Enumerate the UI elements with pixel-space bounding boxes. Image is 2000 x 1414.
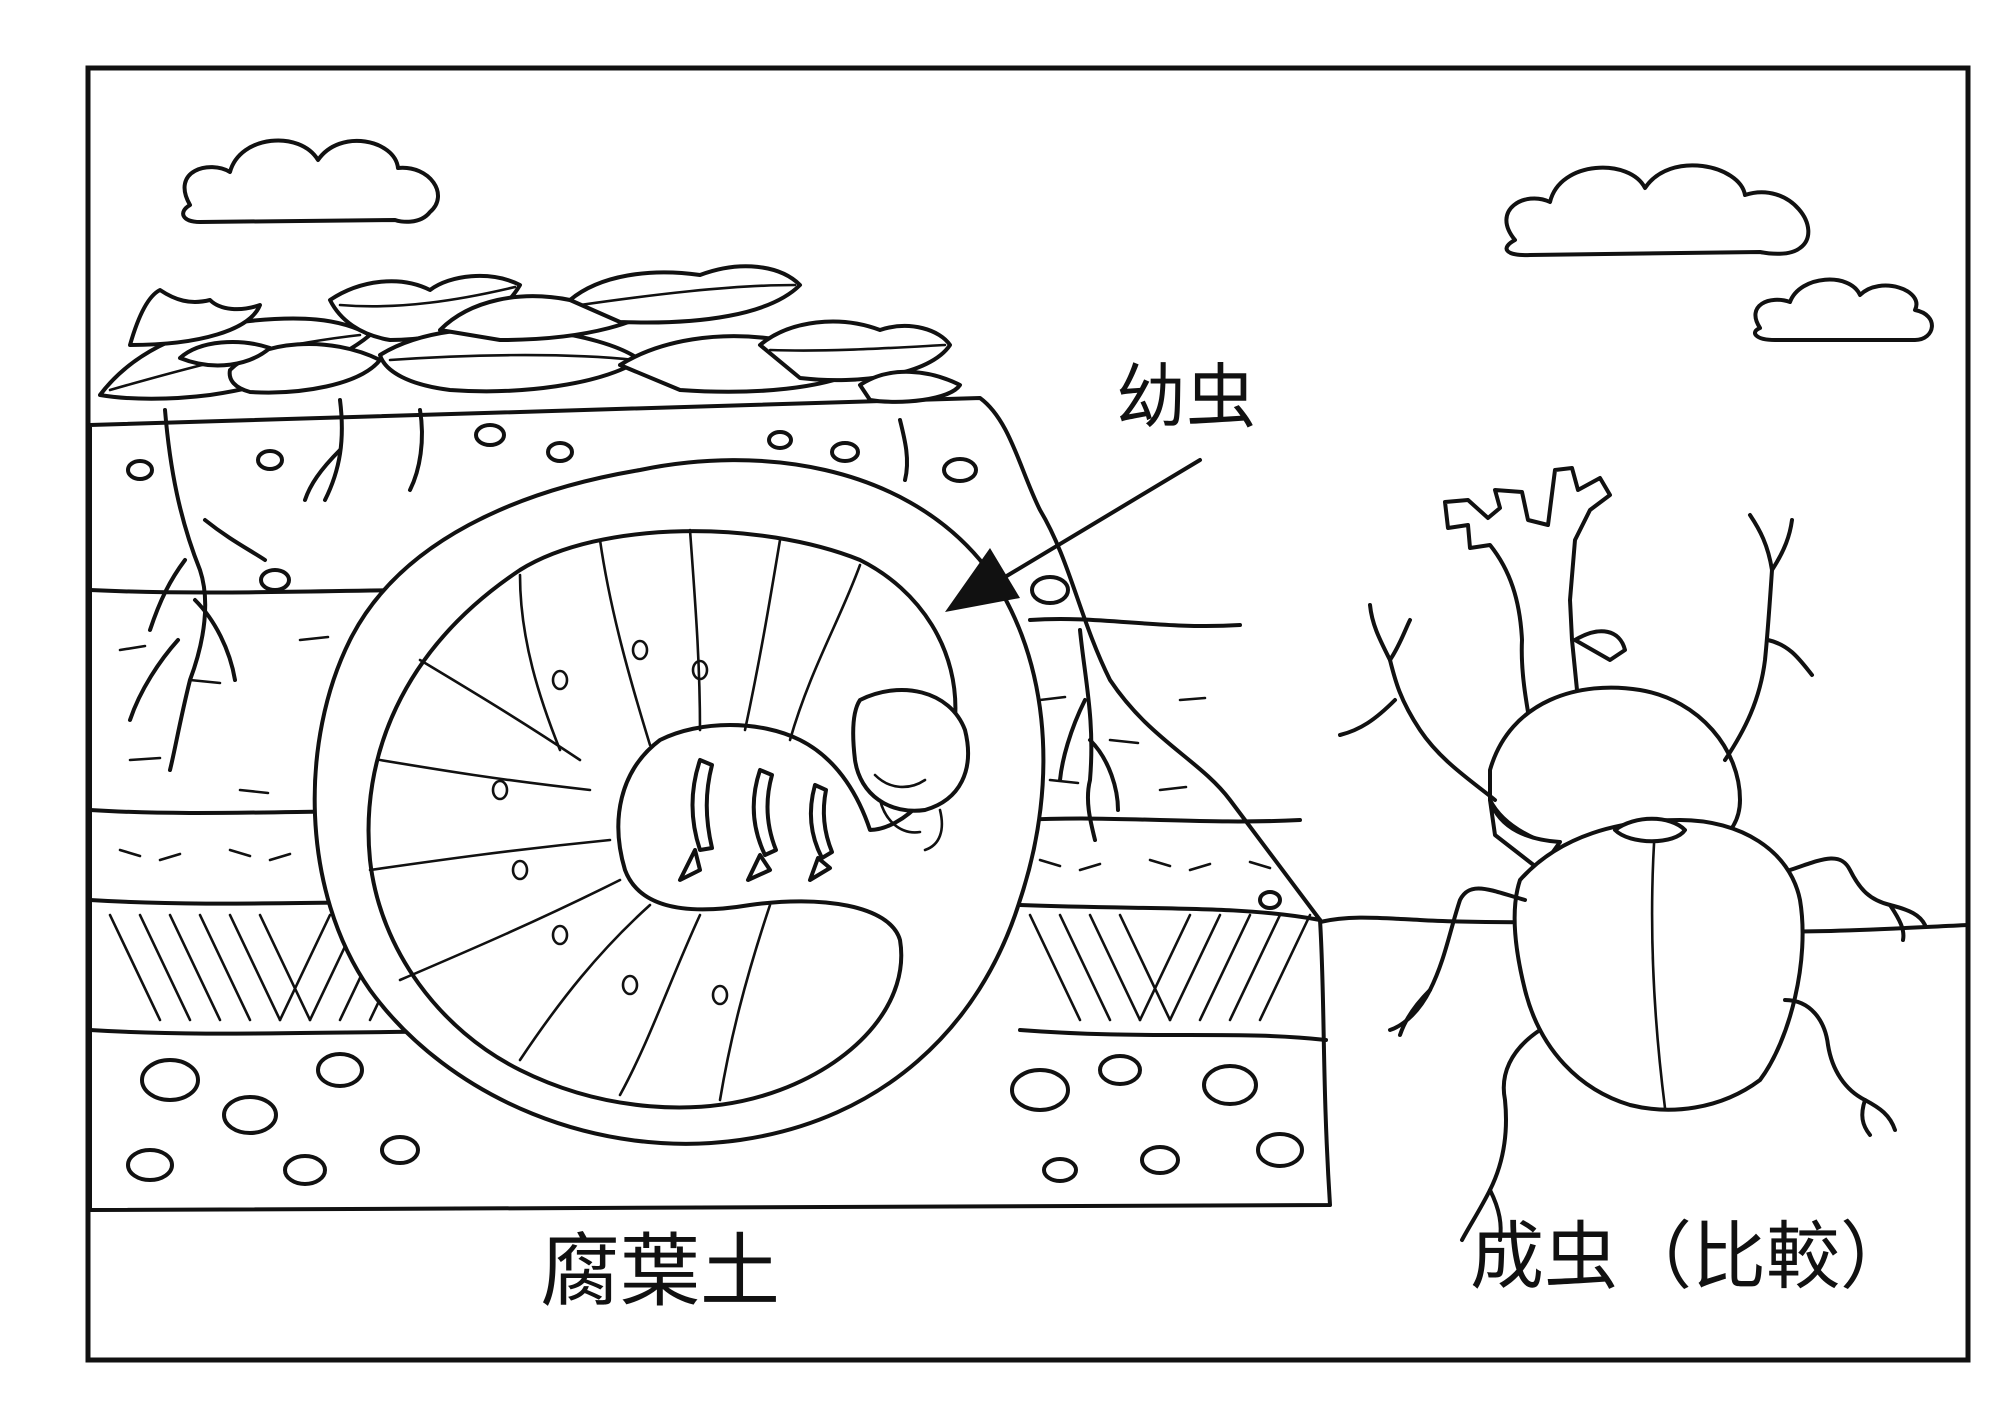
plant-roots xyxy=(128,398,1120,842)
larva xyxy=(366,528,971,1110)
label-humus-soil: 腐葉土 xyxy=(540,1225,780,1318)
label-larva: 幼虫 xyxy=(1116,356,1256,438)
adult-beetle xyxy=(1338,466,1927,1242)
leaf-litter xyxy=(98,264,962,404)
larva-arrow-line xyxy=(998,458,1202,582)
label-adult-comparison: 成虫（比較） xyxy=(1470,1214,1914,1300)
cloud-right-small xyxy=(1753,277,1934,342)
cloud-right-large xyxy=(1504,163,1811,258)
cloud-left xyxy=(181,138,440,224)
larva-arrow-head xyxy=(945,548,1020,612)
pebbles xyxy=(126,423,1304,1186)
